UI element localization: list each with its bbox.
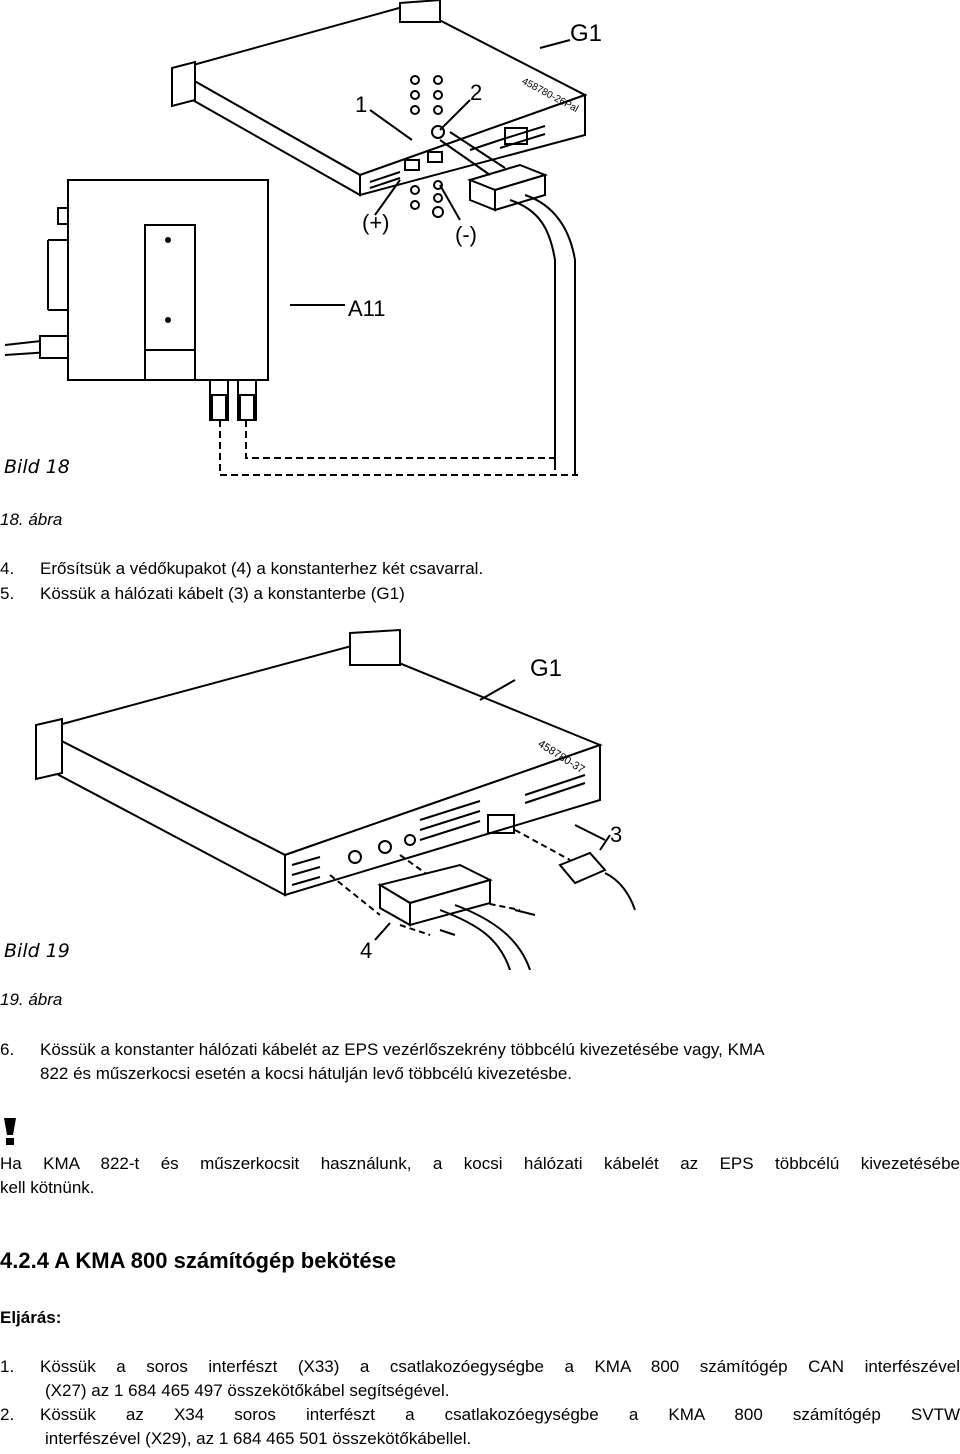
label-4: 4	[360, 938, 373, 963]
item-text: Erősítsük a védőkupakot (4) a konstanter…	[40, 559, 484, 578]
label-plus: (+)	[362, 210, 390, 235]
label-a11: A11	[348, 296, 386, 321]
label-3: 3	[610, 822, 623, 847]
figure-19-drawing	[35, 628, 636, 970]
item-number: 6.	[0, 1040, 15, 1059]
item-text-line1: Kössük az X34 soros interfészt a csatlak…	[40, 1405, 960, 1424]
list-item-4: 4. Erősítsük a védőkupakot (4) a konstant…	[0, 557, 483, 581]
warning-line2: kell kötnünk.	[0, 1178, 95, 1197]
list-item-2: 2. Kössük az X34 soros interfészt a csatl…	[0, 1403, 960, 1451]
figure-19-caption: 19. ábra	[0, 990, 63, 1009]
item-text-line1: Kössük a konstanter hálózati kábelét az …	[40, 1040, 765, 1059]
procedure-label: Eljárás:	[0, 1308, 62, 1327]
item-number: 2.	[0, 1405, 15, 1424]
warning-note: Ha KMA 822-t és műszerkocsit használunk,…	[0, 1152, 960, 1200]
exclamation-icon	[4, 1118, 16, 1145]
label-g1: G1	[570, 20, 603, 47]
bild-19-label: Bild 19	[4, 940, 70, 962]
item-text: Kössük a hálózati kábelt (3) a konstante…	[40, 584, 405, 603]
item-text-line2: interfészével (X29), az 1 684 465 501 ös…	[45, 1429, 472, 1448]
item-number: 4.	[0, 559, 15, 578]
item-number: 5.	[0, 584, 15, 603]
bild-18-label: Bild 18	[4, 456, 70, 478]
warning-line1: Ha KMA 822-t és műszerkocsit használunk,…	[0, 1154, 960, 1173]
item-text-line2: 822 és műszerkocsi esetén a kocsi hátulj…	[40, 1064, 573, 1083]
item-text-line1: Kössük a soros interfészt (X33) a csatla…	[40, 1357, 960, 1376]
label-g1-fig19: G1	[530, 655, 563, 682]
list-item-1: 1. Kössük a soros interfészt (X33) a csat…	[0, 1355, 960, 1403]
list-item-6: 6. Kössük a konstanter hálózati kábelét a…	[0, 1038, 960, 1086]
figure-18-drawing	[4, 0, 588, 476]
item-number: 1.	[0, 1357, 15, 1376]
item-text-line2: (X27) az 1 684 465 497 összekötőkábel se…	[45, 1381, 450, 1400]
figure-18-caption: 18. ábra	[0, 510, 63, 529]
section-heading: 4.2.4 A KMA 800 számítógép bekötése	[0, 1248, 397, 1273]
label-2: 2	[470, 80, 483, 105]
list-item-5: 5. Kössük a hálózati kábelt (3) a konstan…	[0, 582, 405, 606]
label-1: 1	[355, 92, 368, 117]
label-minus: (-)	[455, 222, 477, 247]
